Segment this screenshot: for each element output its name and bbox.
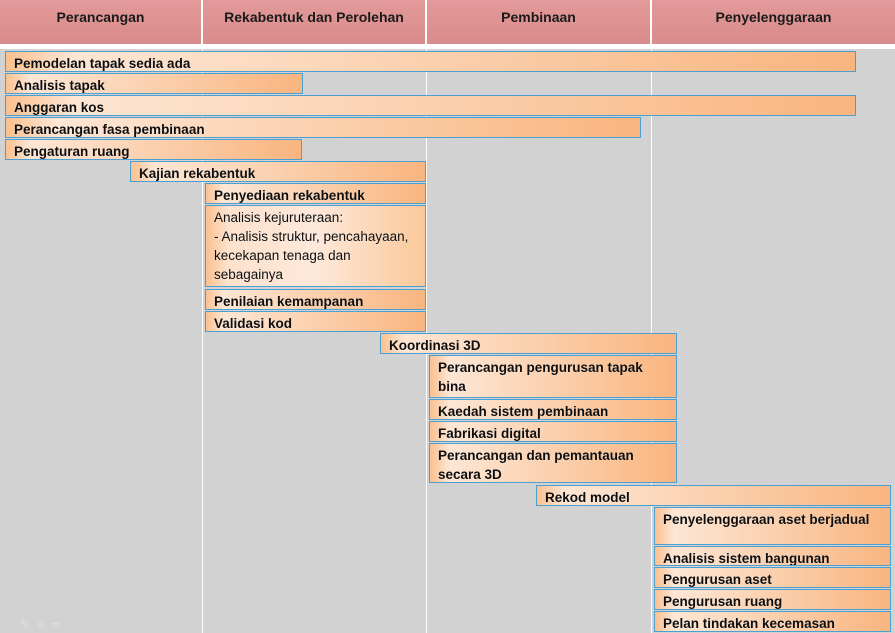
- header-divider: [0, 44, 895, 49]
- column-header-rekabentuk: Rekabentuk dan Perolehan: [203, 0, 427, 44]
- task-bar: Kajian rekabentuk: [130, 161, 426, 182]
- column-header-pembinaan: Pembinaan: [427, 0, 652, 44]
- task-bar: Penilaian kemampanan: [205, 289, 426, 310]
- task-bar: Anggaran kos: [5, 95, 856, 116]
- task-bar: Perancangan dan pemantauan secara 3D: [429, 443, 677, 483]
- task-bar: Analisis sistem bangunan: [654, 546, 891, 566]
- task-bar: Pelan tindakan kecemasan: [654, 611, 891, 632]
- task-bar: Penyediaan rekabentuk: [205, 183, 426, 204]
- task-bar: Kaedah sistem pembinaan: [429, 399, 677, 420]
- task-bar: Pengurusan aset: [654, 567, 891, 588]
- column-header-penyelenggaraan: Penyelenggaraan: [652, 0, 895, 44]
- task-bar: Pemodelan tapak sedia ada: [5, 51, 856, 72]
- task-bar: Pengurusan ruang: [654, 589, 891, 610]
- column-header-perancangan: Perancangan: [0, 0, 203, 44]
- task-bar: Rekod model: [536, 485, 891, 506]
- task-bar: Analisis kejuruteraan: - Analisis strukt…: [205, 205, 426, 287]
- task-bar: Analisis tapak: [5, 73, 303, 94]
- task-bar: Koordinasi 3D: [380, 333, 677, 354]
- task-bar: Perancangan fasa pembinaan: [5, 117, 641, 138]
- task-bar: Pengaturan ruang: [5, 139, 302, 160]
- task-bar: Perancangan pengurusan tapak bina: [429, 355, 677, 398]
- task-bar: Fabrikasi digital: [429, 421, 677, 442]
- task-bar: Validasi kod: [205, 311, 426, 332]
- task-bar: Penyelenggaraan aset berjadual: [654, 507, 891, 545]
- slide-controls-icon: ✎≡⇨: [20, 619, 69, 631]
